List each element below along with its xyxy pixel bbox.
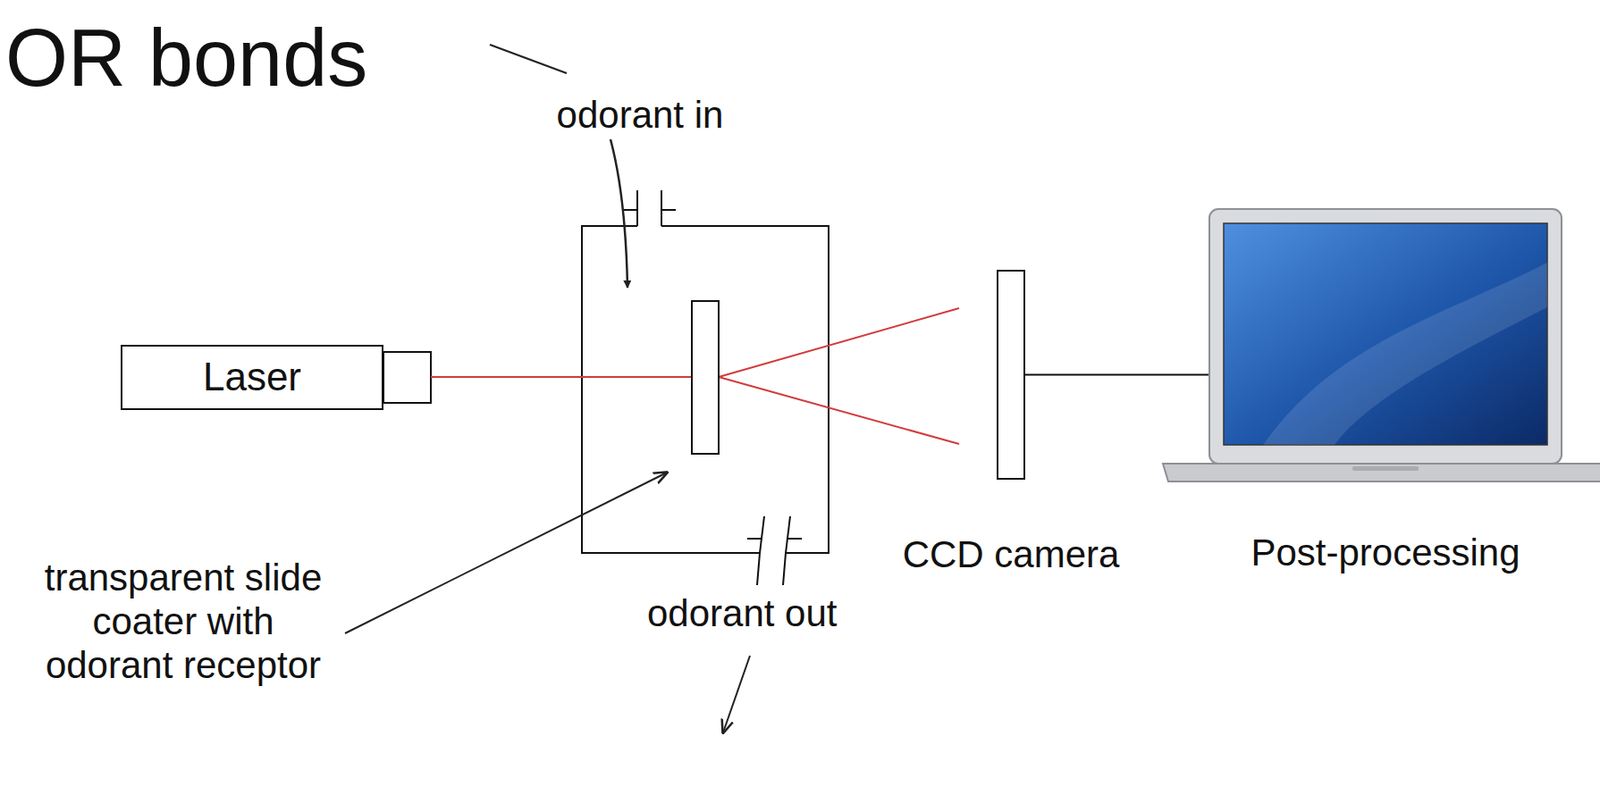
laptop-lid [1209, 209, 1562, 464]
node-label: Laser [202, 354, 302, 401]
outlet-tube [747, 516, 802, 586]
connector-line [1025, 374, 1210, 377]
laser-box: Laser [120, 345, 384, 411]
flow-label: odorant in [550, 92, 730, 137]
laptop-base [1162, 463, 1600, 482]
chamber [581, 226, 829, 554]
ccd-camera: CCD camera [996, 269, 1026, 480]
leader-line [489, 44, 567, 74]
transparent-slide [691, 301, 719, 455]
inflow-arrow [610, 139, 628, 288]
outflow-arrow [723, 656, 750, 733]
laptop: Post-processing [1209, 209, 1562, 464]
laptop-screen [1223, 223, 1548, 446]
callout-label: transparent slide coater with odorant re… [26, 555, 340, 688]
screen-swoosh [1263, 262, 1548, 446]
flow-label: odorant out [647, 591, 826, 636]
inlet-tube [623, 190, 676, 227]
leader-line [345, 472, 667, 634]
heading: OR bonds [5, 17, 368, 99]
node-label: Post-processing [1250, 531, 1520, 575]
laptop-drawing [1161, 205, 1600, 492]
node-label: CCD camera [902, 533, 1120, 577]
laser-nozzle [383, 352, 431, 404]
laptop-notch [1352, 466, 1419, 472]
